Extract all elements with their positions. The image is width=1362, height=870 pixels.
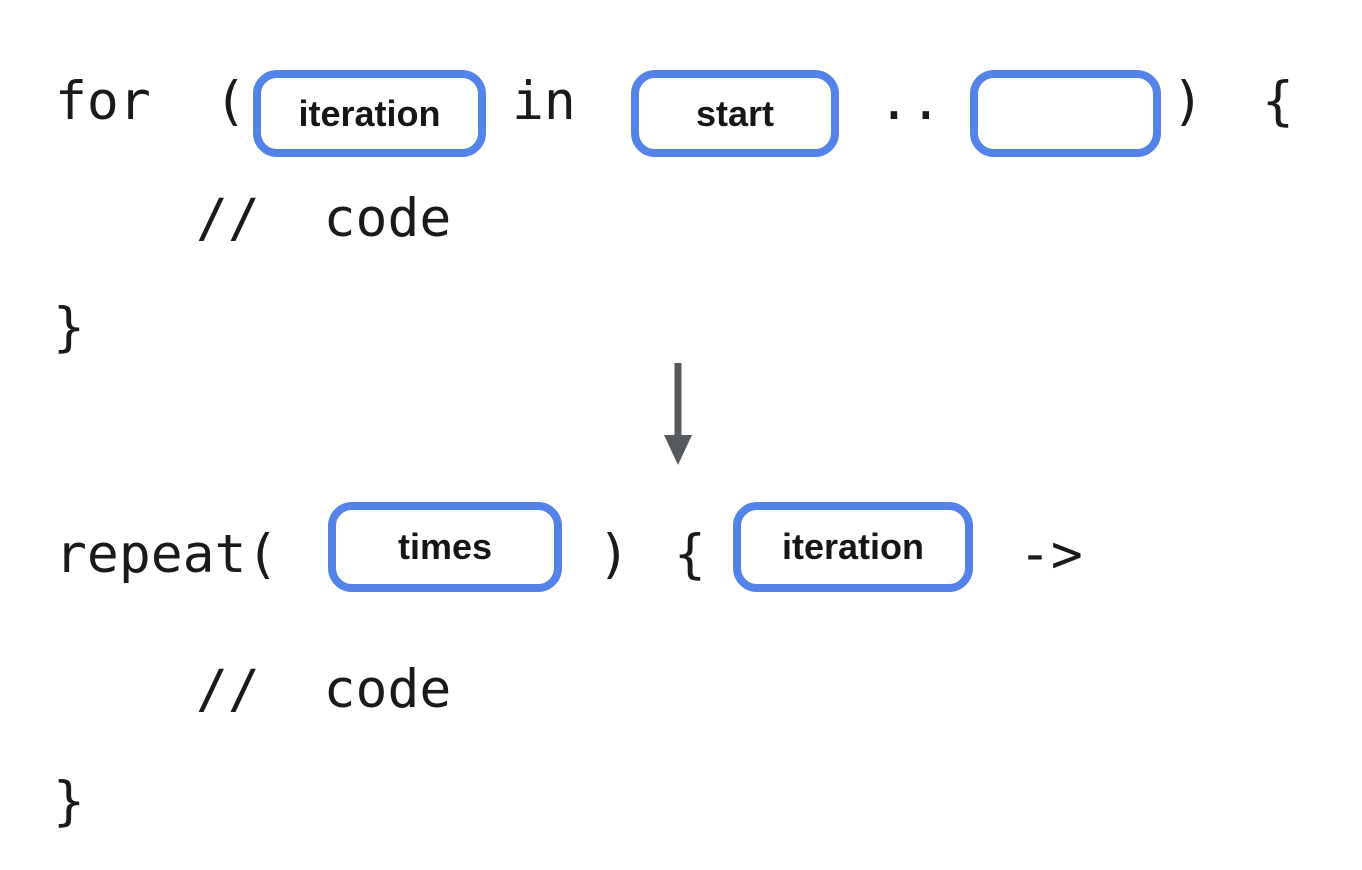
for-close-brace: } [53,297,85,358]
start-pill: start [631,70,839,157]
transform-down-arrow-icon [664,363,692,465]
repeat-open-brace: { [674,524,706,585]
repeat-close-paren: ) [598,524,630,585]
for-open-brace: { [1262,71,1294,132]
in-keyword: in [512,71,576,132]
iteration-pill: iteration [253,70,486,157]
for-body-comment: // code [196,188,452,249]
iteration-pill-label: iteration [298,92,441,134]
times-pill: times [328,502,562,592]
repeat-iteration-pill-label: iteration [781,526,924,567]
repeat-body-comment: // code [196,659,452,720]
for-keyword: for ( [55,71,247,132]
range-operator: .. [878,71,942,132]
start-pill-label: start [695,92,775,134]
repeat-iteration-pill: iteration [733,502,973,592]
times-pill-label: times [397,526,493,567]
end-pill [970,70,1161,157]
repeat-close-brace: } [53,771,85,832]
repeat-keyword: repeat( [55,524,279,585]
lambda-arrow: -> [1019,524,1083,585]
for-close-paren: ) [1172,71,1204,132]
